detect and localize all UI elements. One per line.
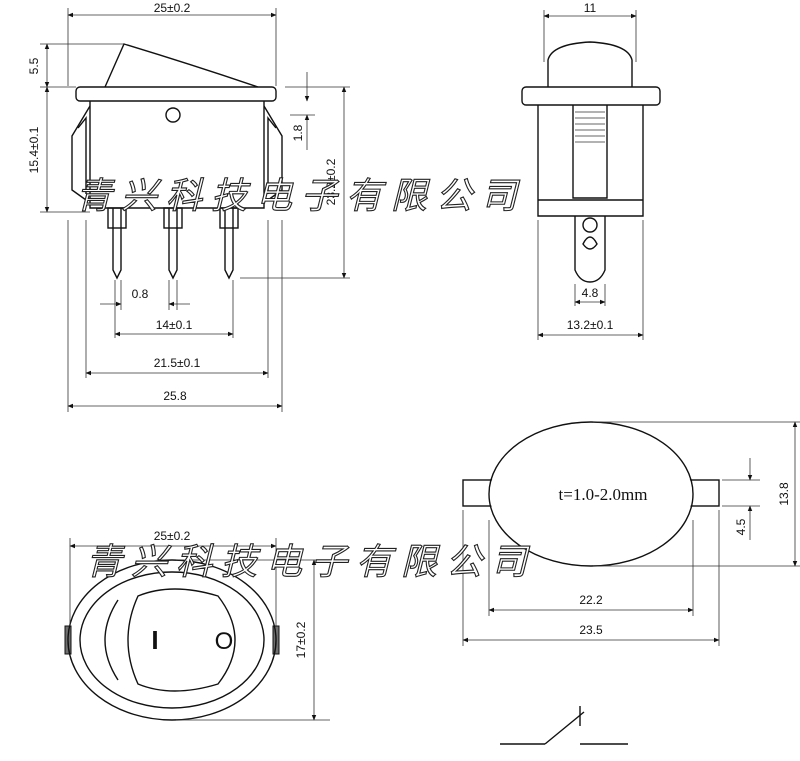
dim-front-body-height: 15.4±0.1: [27, 126, 41, 173]
front-clip-left-inner: [77, 116, 87, 194]
top-rocker-edge: [104, 599, 119, 681]
front-clip-right: [263, 105, 283, 201]
dim-top-height: 17±0.2: [294, 621, 308, 658]
front-view: 25±0.2 5.5 15.4±0.1 1.8 23.2±0.2 0.8 14±…: [27, 1, 350, 412]
side-stem-ribs: [575, 111, 605, 143]
dim-front-pin-pitch: 14±0.1: [156, 318, 193, 332]
side-terminal-stem: [572, 105, 608, 199]
dim-front-actuator-height: 5.5: [27, 57, 41, 74]
side-quick-connect-terminal: [574, 216, 606, 283]
dim-cutout-height: 13.8: [777, 482, 791, 506]
dim-front-total-height: 23.2±0.2: [324, 158, 338, 205]
side-flange: [521, 86, 661, 106]
front-clip-left: [71, 105, 91, 201]
dim-side-width-top: 11: [584, 1, 597, 15]
dim-front-pin-width: 0.8: [132, 287, 149, 301]
top-extension-lines: [69, 538, 330, 721]
side-actuator-dome: [547, 41, 633, 87]
dim-side-body-width: 13.2±0.1: [567, 318, 614, 332]
watermark-lower: 青兴科技电子有限公司: [86, 542, 536, 583]
dim-cutout-tab-height: 4.5: [734, 518, 748, 535]
top-inner-bezel: [79, 571, 265, 709]
cutout-extension-lines: [462, 421, 800, 646]
side-body: [537, 105, 644, 217]
front-indicator-hole: [165, 107, 181, 123]
front-clip-right-inner: [267, 116, 277, 194]
side-view: 11 4.8 13.2±0.1: [521, 1, 661, 340]
front-flange: [75, 86, 277, 102]
front-pins: [107, 207, 239, 280]
dim-front-small: 1.8: [291, 124, 305, 141]
top-outer-bezel: [67, 559, 277, 721]
dim-cutout-inner-width: 22.2: [579, 593, 603, 607]
cutout-ellipse: [488, 421, 694, 567]
top-rocker-face: [127, 588, 236, 692]
dim-front-total-width: 25.8: [163, 389, 187, 403]
watermark-upper: 青兴科技电子有限公司: [76, 176, 526, 217]
side-extension-lines: [537, 10, 644, 340]
symbol-on-mark: O: [215, 628, 234, 655]
dim-top-width: 25±0.2: [154, 529, 191, 543]
switch-schematic-symbol: [500, 706, 628, 745]
dim-side-terminal-width: 4.8: [582, 286, 599, 300]
dim-front-body-width: 21.5±0.1: [154, 356, 201, 370]
side-terminal-hole: [582, 236, 598, 250]
cutout-thickness-note: t=1.0-2.0mm: [559, 485, 648, 504]
panel-cutout: t=1.0-2.0mm 13.8 4.5 22.2 23.5: [462, 421, 800, 646]
dim-cutout-outer-width: 23.5: [579, 623, 603, 637]
front-rocker-actuator: [104, 43, 259, 88]
dim-front-width-top: 25±0.2: [154, 1, 191, 15]
top-view: I O 25±0.2 17±0.2: [64, 529, 330, 721]
symbol-off-mark: I: [151, 625, 158, 655]
